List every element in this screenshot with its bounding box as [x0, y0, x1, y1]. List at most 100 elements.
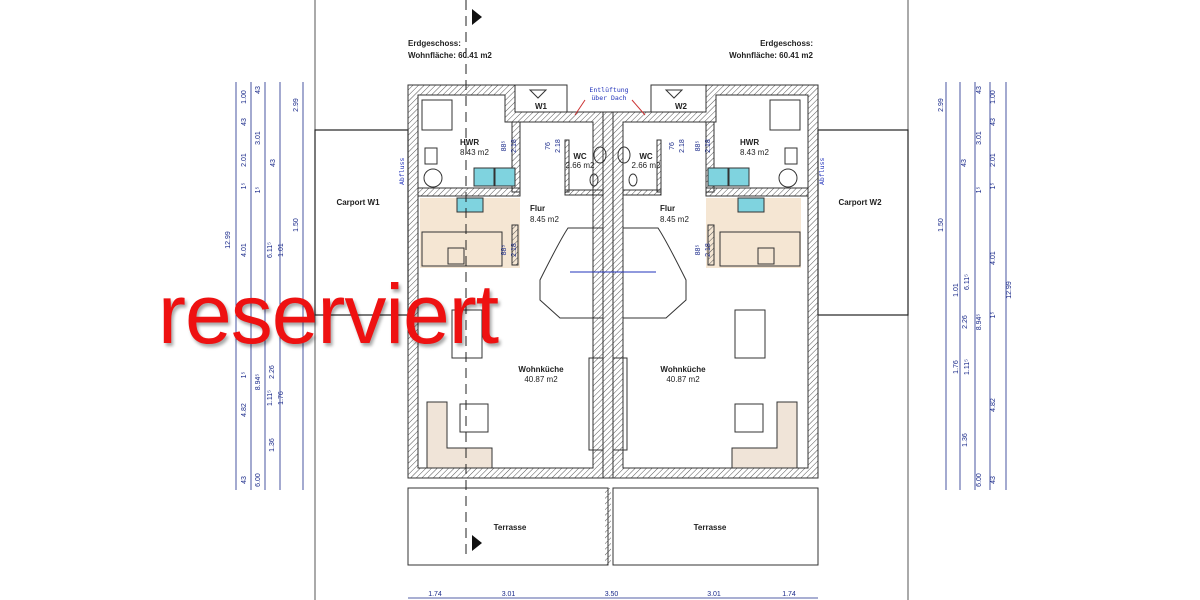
- wohnkueche-left-area: 40.87 m2: [524, 375, 558, 384]
- dimension-label-right: 43: [990, 118, 997, 126]
- flur-left-area: 8.45 m2: [530, 215, 559, 224]
- dimension-label-right: 1.76: [953, 360, 960, 374]
- terrace-right: [612, 487, 819, 566]
- dimension-label-left: 1.50: [293, 218, 300, 232]
- dimension-label-bottom: 3.01: [707, 591, 721, 598]
- dimension-label-left: 2.99: [293, 98, 300, 112]
- dimension-label-right: 12.99: [1006, 281, 1013, 299]
- vent-note-line1: Entlüftung: [589, 86, 628, 94]
- fixtures: [421, 99, 801, 469]
- w1-label: W1: [535, 102, 548, 111]
- dimension-label-left: 1⁵: [241, 372, 248, 379]
- header-left-area: Wohnfläche: 60.41 m2: [408, 51, 492, 60]
- vent-note-line2: über Dach: [591, 94, 626, 102]
- dimension-label-left: 43: [241, 118, 248, 126]
- dimension-label-right: 1.01: [953, 283, 960, 297]
- door-dimension-label: 2.18: [511, 139, 518, 153]
- abfluss-right-label: Abfluss: [818, 158, 826, 185]
- wc-right-name: WC: [639, 152, 653, 161]
- terrasse-right-label: Terrasse: [694, 523, 727, 532]
- dimension-label-left: 1.01: [278, 243, 285, 257]
- dimension-label-left: 1.00: [241, 90, 248, 104]
- dimension-label-left: 1⁵: [255, 187, 262, 194]
- w2-arrow-icon: [664, 89, 684, 99]
- dimension-label-left: 2.01: [241, 153, 248, 167]
- dimension-label-right: 4.82: [990, 398, 997, 412]
- wohnkueche-right-area: 40.87 m2: [666, 375, 700, 384]
- wohnkueche-left-name: Wohnküche: [518, 365, 564, 374]
- dimension-label-bottom: 1.74: [782, 591, 796, 598]
- dimension-label-bottom: 1.74: [428, 591, 442, 598]
- hwr-left-name: HWR: [460, 138, 479, 147]
- door-dimension-label: 88⁵: [501, 141, 508, 152]
- dimension-label-bottom: 3.50: [605, 591, 619, 598]
- dimension-label-left: 6.00: [255, 473, 262, 487]
- dimension-label-right: 4.01: [990, 251, 997, 265]
- dimension-label-right: 8.94⁵: [976, 314, 983, 331]
- dimension-label-left: 8.94⁵: [255, 374, 262, 391]
- carport-right: [817, 129, 909, 316]
- flur-right-name: Flur: [660, 204, 675, 213]
- dimension-label-right: 2.01: [990, 153, 997, 167]
- door-dimension-label: 2.18: [555, 139, 562, 153]
- dimension-label-left: 3.01: [255, 131, 262, 145]
- dimension-label-right: 43: [990, 476, 997, 484]
- carport-right-label: Carport W2: [838, 198, 882, 207]
- wc-right-area: 2.66 m2: [632, 161, 661, 170]
- header-right-area: Wohnfläche: 60.41 m2: [729, 51, 813, 60]
- hwr-left-area: 8.43 m2: [460, 148, 489, 157]
- flur-left-name: Flur: [530, 204, 545, 213]
- dimension-label-right: 6.11⁵: [964, 274, 971, 290]
- dimension-label-left: 4.01: [241, 243, 248, 257]
- door-dimension-label: 2.18: [705, 139, 712, 153]
- hwr-right-name: HWR: [740, 138, 759, 147]
- dimension-label-bottom: 3.01: [502, 591, 516, 598]
- reserved-stamp: reserviert: [158, 267, 499, 361]
- dimension-label-left: 43: [255, 86, 262, 94]
- dimension-label-left: 1⁵: [241, 183, 248, 190]
- w1-box: [514, 84, 568, 113]
- abfluss-left-label: Abfluss: [398, 158, 406, 185]
- wc-left-name: WC: [573, 152, 587, 161]
- dimension-label-right: 1.50: [938, 218, 945, 232]
- section-marker-bottom-icon: [472, 535, 482, 551]
- dimension-label-left: 1.76: [278, 391, 285, 405]
- dimension-label-right: 3.01: [976, 131, 983, 145]
- terrasse-left-label: Terrasse: [494, 523, 527, 532]
- dimension-label-right: 1⁵: [976, 187, 983, 194]
- dimension-label-right: 1.36: [962, 433, 969, 447]
- hwr-right-area: 8.43 m2: [740, 148, 769, 157]
- dimension-chains: 12.99 1.00 43 2.01 1⁵ 4.01 1⁵ 4.82 43 43 3.01 1⁵ 8.9…: [225, 82, 1013, 599]
- wohnkueche-right-name: Wohnküche: [660, 365, 706, 374]
- door-dimension-label: 88⁵: [695, 141, 702, 152]
- door-dimension-label: 88⁵: [695, 245, 702, 256]
- staircase: [539, 227, 687, 319]
- dimension-label-right: 1.11⁵: [964, 359, 971, 375]
- door-dimension-label: 2.18: [679, 139, 686, 153]
- dimension-label-left: 1.36: [269, 438, 276, 452]
- dimension-label-right: 2.26: [962, 315, 969, 329]
- door-dimension-label: 88⁵: [501, 245, 508, 256]
- dimension-label-right: 43: [961, 159, 968, 167]
- dimension-label-left: 2.26: [269, 365, 276, 379]
- dimension-label-left: 12.99: [225, 231, 232, 249]
- dimension-label-right: 6.00: [976, 473, 983, 487]
- carport-left-label: Carport W1: [336, 198, 380, 207]
- dimension-label-left: 1.11⁵: [267, 390, 274, 406]
- flur-right-area: 8.45 m2: [660, 215, 689, 224]
- header-right-title: Erdgeschoss:: [760, 39, 813, 48]
- door-dimension-label: 2.18: [705, 243, 712, 257]
- dimension-label-left: 43: [241, 476, 248, 484]
- dimension-label-right: 1⁵: [990, 312, 997, 319]
- dimension-label-right: 1⁵: [990, 183, 997, 190]
- dimension-label-right: 1.00: [990, 90, 997, 104]
- dimension-label-left: 4.82: [241, 403, 248, 417]
- walls: [407, 84, 819, 479]
- door-dimension-label: 76: [669, 142, 676, 150]
- wc-left-area: 2.66 m2: [566, 161, 595, 170]
- dimension-label-right: 43: [976, 86, 983, 94]
- w2-label: W2: [675, 102, 688, 111]
- w1-arrow-icon: [528, 89, 548, 99]
- terrace-divider: [605, 488, 611, 565]
